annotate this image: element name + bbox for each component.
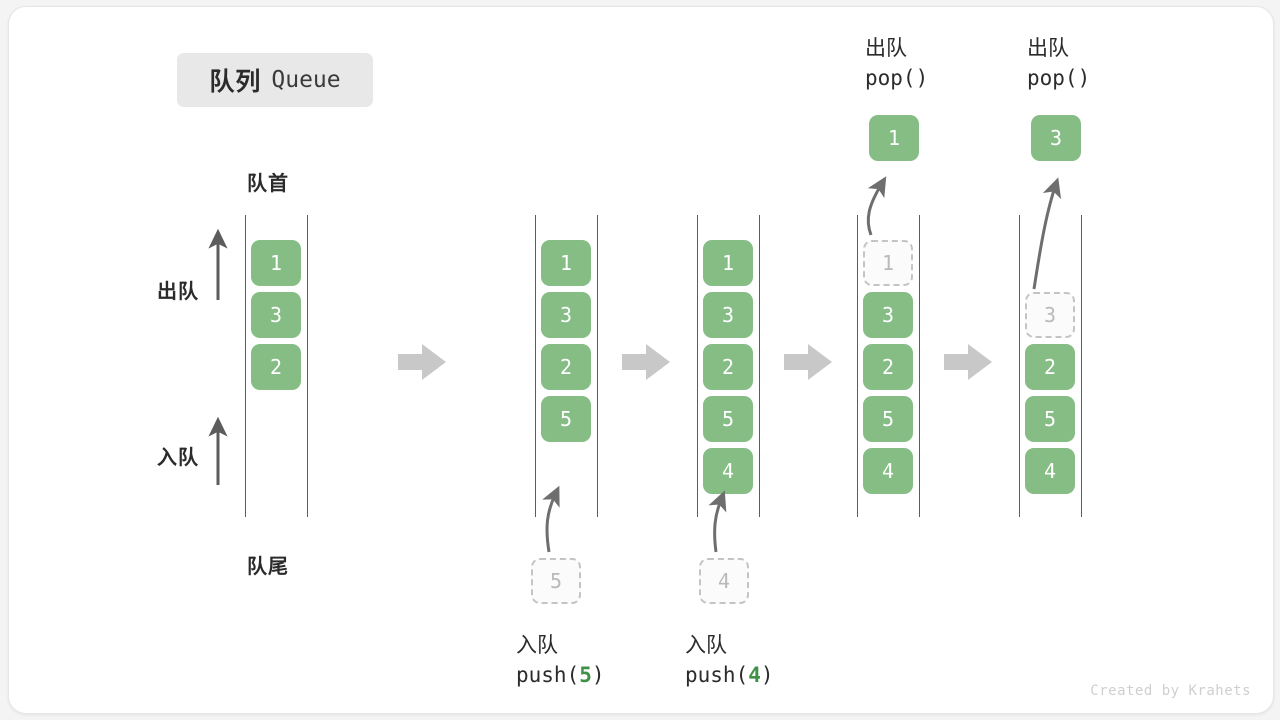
queue-cell: 2: [251, 344, 301, 390]
queue-cell: 2: [863, 344, 913, 390]
watermark: Created by Krahets: [1090, 683, 1251, 699]
queue-cell: 4: [703, 448, 753, 494]
flow-arrow-icon: [398, 344, 446, 380]
queue-cell: 2: [1025, 344, 1075, 390]
queue-cell: 2: [703, 344, 753, 390]
popped-element: 1: [869, 115, 919, 161]
queue-rail-right: [597, 215, 598, 517]
push-code-prefix: push(: [516, 663, 580, 687]
push-code-prefix: push(: [685, 663, 749, 687]
push-code-arg: 4: [748, 663, 761, 687]
flow-arrow-icon: [622, 344, 670, 380]
queue-cell: 5: [541, 396, 591, 442]
enqueue-direction-label: 入队: [157, 447, 199, 469]
queue-cell: 3: [703, 292, 753, 338]
flow-arrow-icon: [944, 344, 992, 380]
title-english: Queue: [271, 67, 341, 93]
push-operation-code: push(5): [516, 663, 605, 687]
pop-operation-label: 出队: [1027, 37, 1069, 60]
queue-cell: 4: [1025, 448, 1075, 494]
queue-cell-ghost: 3: [1025, 292, 1075, 338]
queue-rail-left: [535, 215, 536, 517]
arrow-layer: [208, 176, 1062, 553]
flow-arrow-icon: [784, 344, 832, 380]
queue-column-after-push-4: 1 3 2 5 4: [697, 215, 761, 517]
push-operation-label: 入队: [516, 634, 558, 657]
queue-cell: 2: [541, 344, 591, 390]
front-label: 队首: [247, 173, 289, 195]
queue-cell: 1: [541, 240, 591, 286]
queue-cell: 5: [703, 396, 753, 442]
queue-rail-left: [1019, 215, 1020, 517]
queue-rail-left: [697, 215, 698, 517]
queue-cell: 3: [541, 292, 591, 338]
queue-cell: 4: [863, 448, 913, 494]
pop-operation-code: pop(): [1027, 66, 1091, 90]
queue-cell-ghost: 1: [863, 240, 913, 286]
queue-rail-left: [857, 215, 858, 517]
push-operation-code: push(4): [685, 663, 774, 687]
queue-rail-right: [759, 215, 760, 517]
diagram-card: 队列 Queue 队首 队尾 出队 入队 1 3 2 1 3 2 5 5 入队 …: [8, 6, 1274, 714]
title-badge: 队列 Queue: [177, 53, 373, 107]
queue-cell: 5: [1025, 396, 1075, 442]
queue-cell: 3: [863, 292, 913, 338]
dequeue-direction-label: 出队: [157, 281, 199, 303]
pending-push-element: 5: [531, 558, 581, 604]
push-code-arg: 5: [579, 663, 592, 687]
queue-rail-left: [245, 215, 246, 517]
popped-element: 3: [1031, 115, 1081, 161]
queue-cell: 3: [251, 292, 301, 338]
push-code-suffix: ): [760, 663, 774, 687]
queue-rail-right: [1081, 215, 1082, 517]
queue-rail-right: [307, 215, 308, 517]
queue-column-pop-3: 3 2 5 4: [1019, 215, 1083, 517]
queue-cell: 5: [863, 396, 913, 442]
queue-column-after-push-5: 1 3 2 5: [535, 215, 599, 517]
push-operation-label: 入队: [685, 634, 727, 657]
queue-column-initial: 1 3 2: [245, 215, 309, 517]
push-code-suffix: ): [591, 663, 605, 687]
rear-label: 队尾: [247, 556, 289, 578]
pop-operation-label: 出队: [865, 37, 907, 60]
queue-column-pop-1: 1 3 2 5 4: [857, 215, 921, 517]
queue-cell: 1: [703, 240, 753, 286]
queue-rail-right: [919, 215, 920, 517]
pending-push-element: 4: [699, 558, 749, 604]
queue-cell: 1: [251, 240, 301, 286]
title-chinese: 队列: [209, 68, 262, 96]
pop-operation-code: pop(): [865, 66, 929, 90]
